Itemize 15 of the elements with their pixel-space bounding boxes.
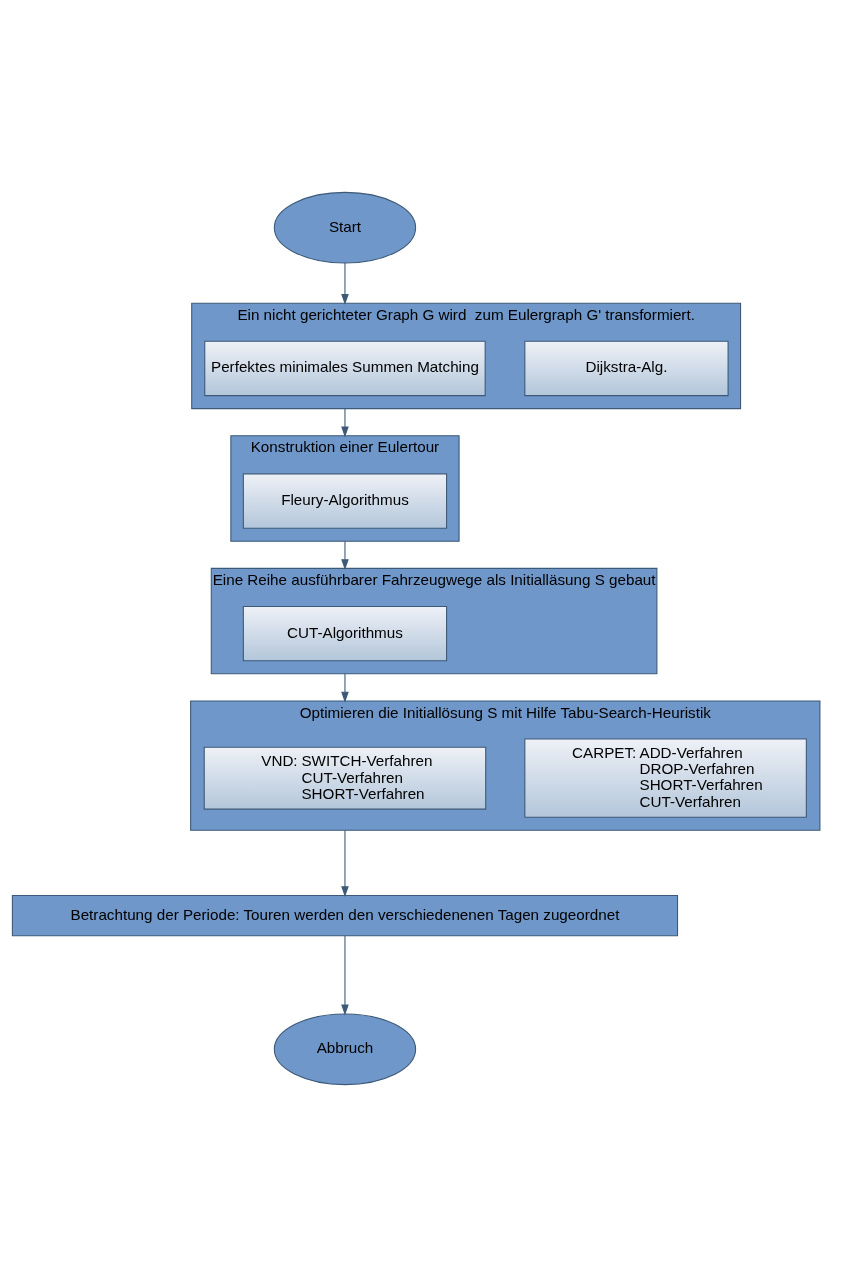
node-box: Fleury-Algorithmus	[242, 472, 448, 529]
node-box: CARPET: ADD-Verfahren DROP-Verfahren SHORT-Verfahren CUT-Verfahren	[524, 738, 807, 818]
node-ellipse: Abbruch	[273, 1012, 417, 1085]
arrow	[341, 934, 349, 1015]
arrow	[341, 261, 349, 305]
node-box: CUT-Algorithmus	[242, 605, 448, 661]
node-box: Betrachtung der Periode: Touren werden den verschiedenenen Tagen zugeordnet	[11, 894, 679, 936]
node-box: Perfektes minimales Summen Matching	[204, 340, 486, 396]
node-ellipse: Start	[273, 191, 417, 264]
arrow	[341, 407, 349, 437]
node-box: Dijkstra-Alg.	[524, 340, 729, 396]
arrow	[341, 540, 349, 570]
arrow	[341, 829, 349, 897]
node-box: VND: SWITCH-Verfahren CUT-Verfahren SHORT-Verfahren	[203, 746, 487, 810]
arrow	[341, 672, 349, 703]
